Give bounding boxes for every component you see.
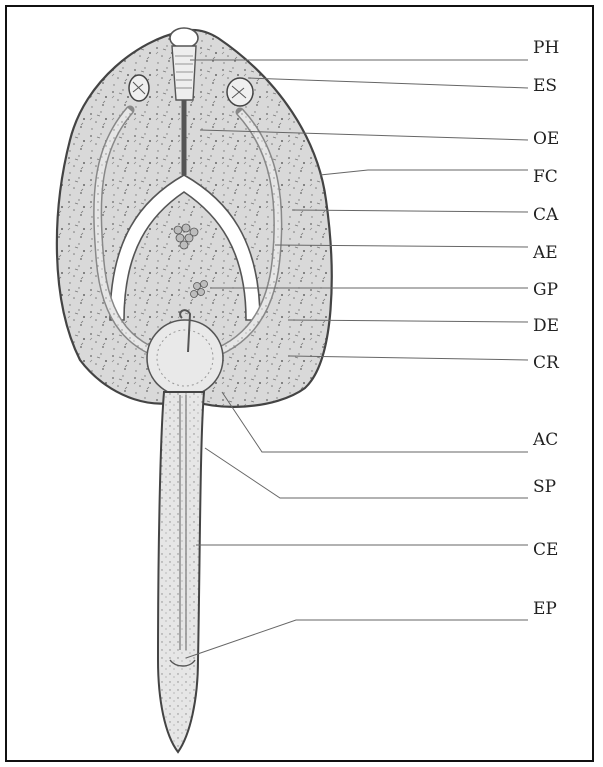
label-ph: PH bbox=[533, 40, 559, 57]
eye-spot-left bbox=[129, 75, 149, 101]
acetabulum bbox=[147, 320, 223, 396]
eye-spot-right bbox=[227, 78, 253, 106]
label-ep: EP bbox=[533, 601, 557, 618]
oral-sucker bbox=[170, 28, 198, 48]
label-sp: SP bbox=[533, 479, 556, 496]
label-es: ES bbox=[533, 78, 557, 95]
label-gp: GP bbox=[533, 282, 558, 299]
label-ce: CE bbox=[533, 542, 558, 559]
label-de: DE bbox=[533, 318, 559, 335]
label-ca: CA bbox=[533, 207, 558, 224]
label-oe: OE bbox=[533, 131, 559, 148]
pharynx-shape bbox=[172, 46, 196, 100]
label-ae: AE bbox=[533, 245, 558, 262]
label-fc: FC bbox=[533, 169, 558, 186]
label-cr: CR bbox=[533, 355, 559, 372]
label-ac: AC bbox=[533, 432, 558, 449]
cercaria-tail bbox=[158, 392, 204, 752]
